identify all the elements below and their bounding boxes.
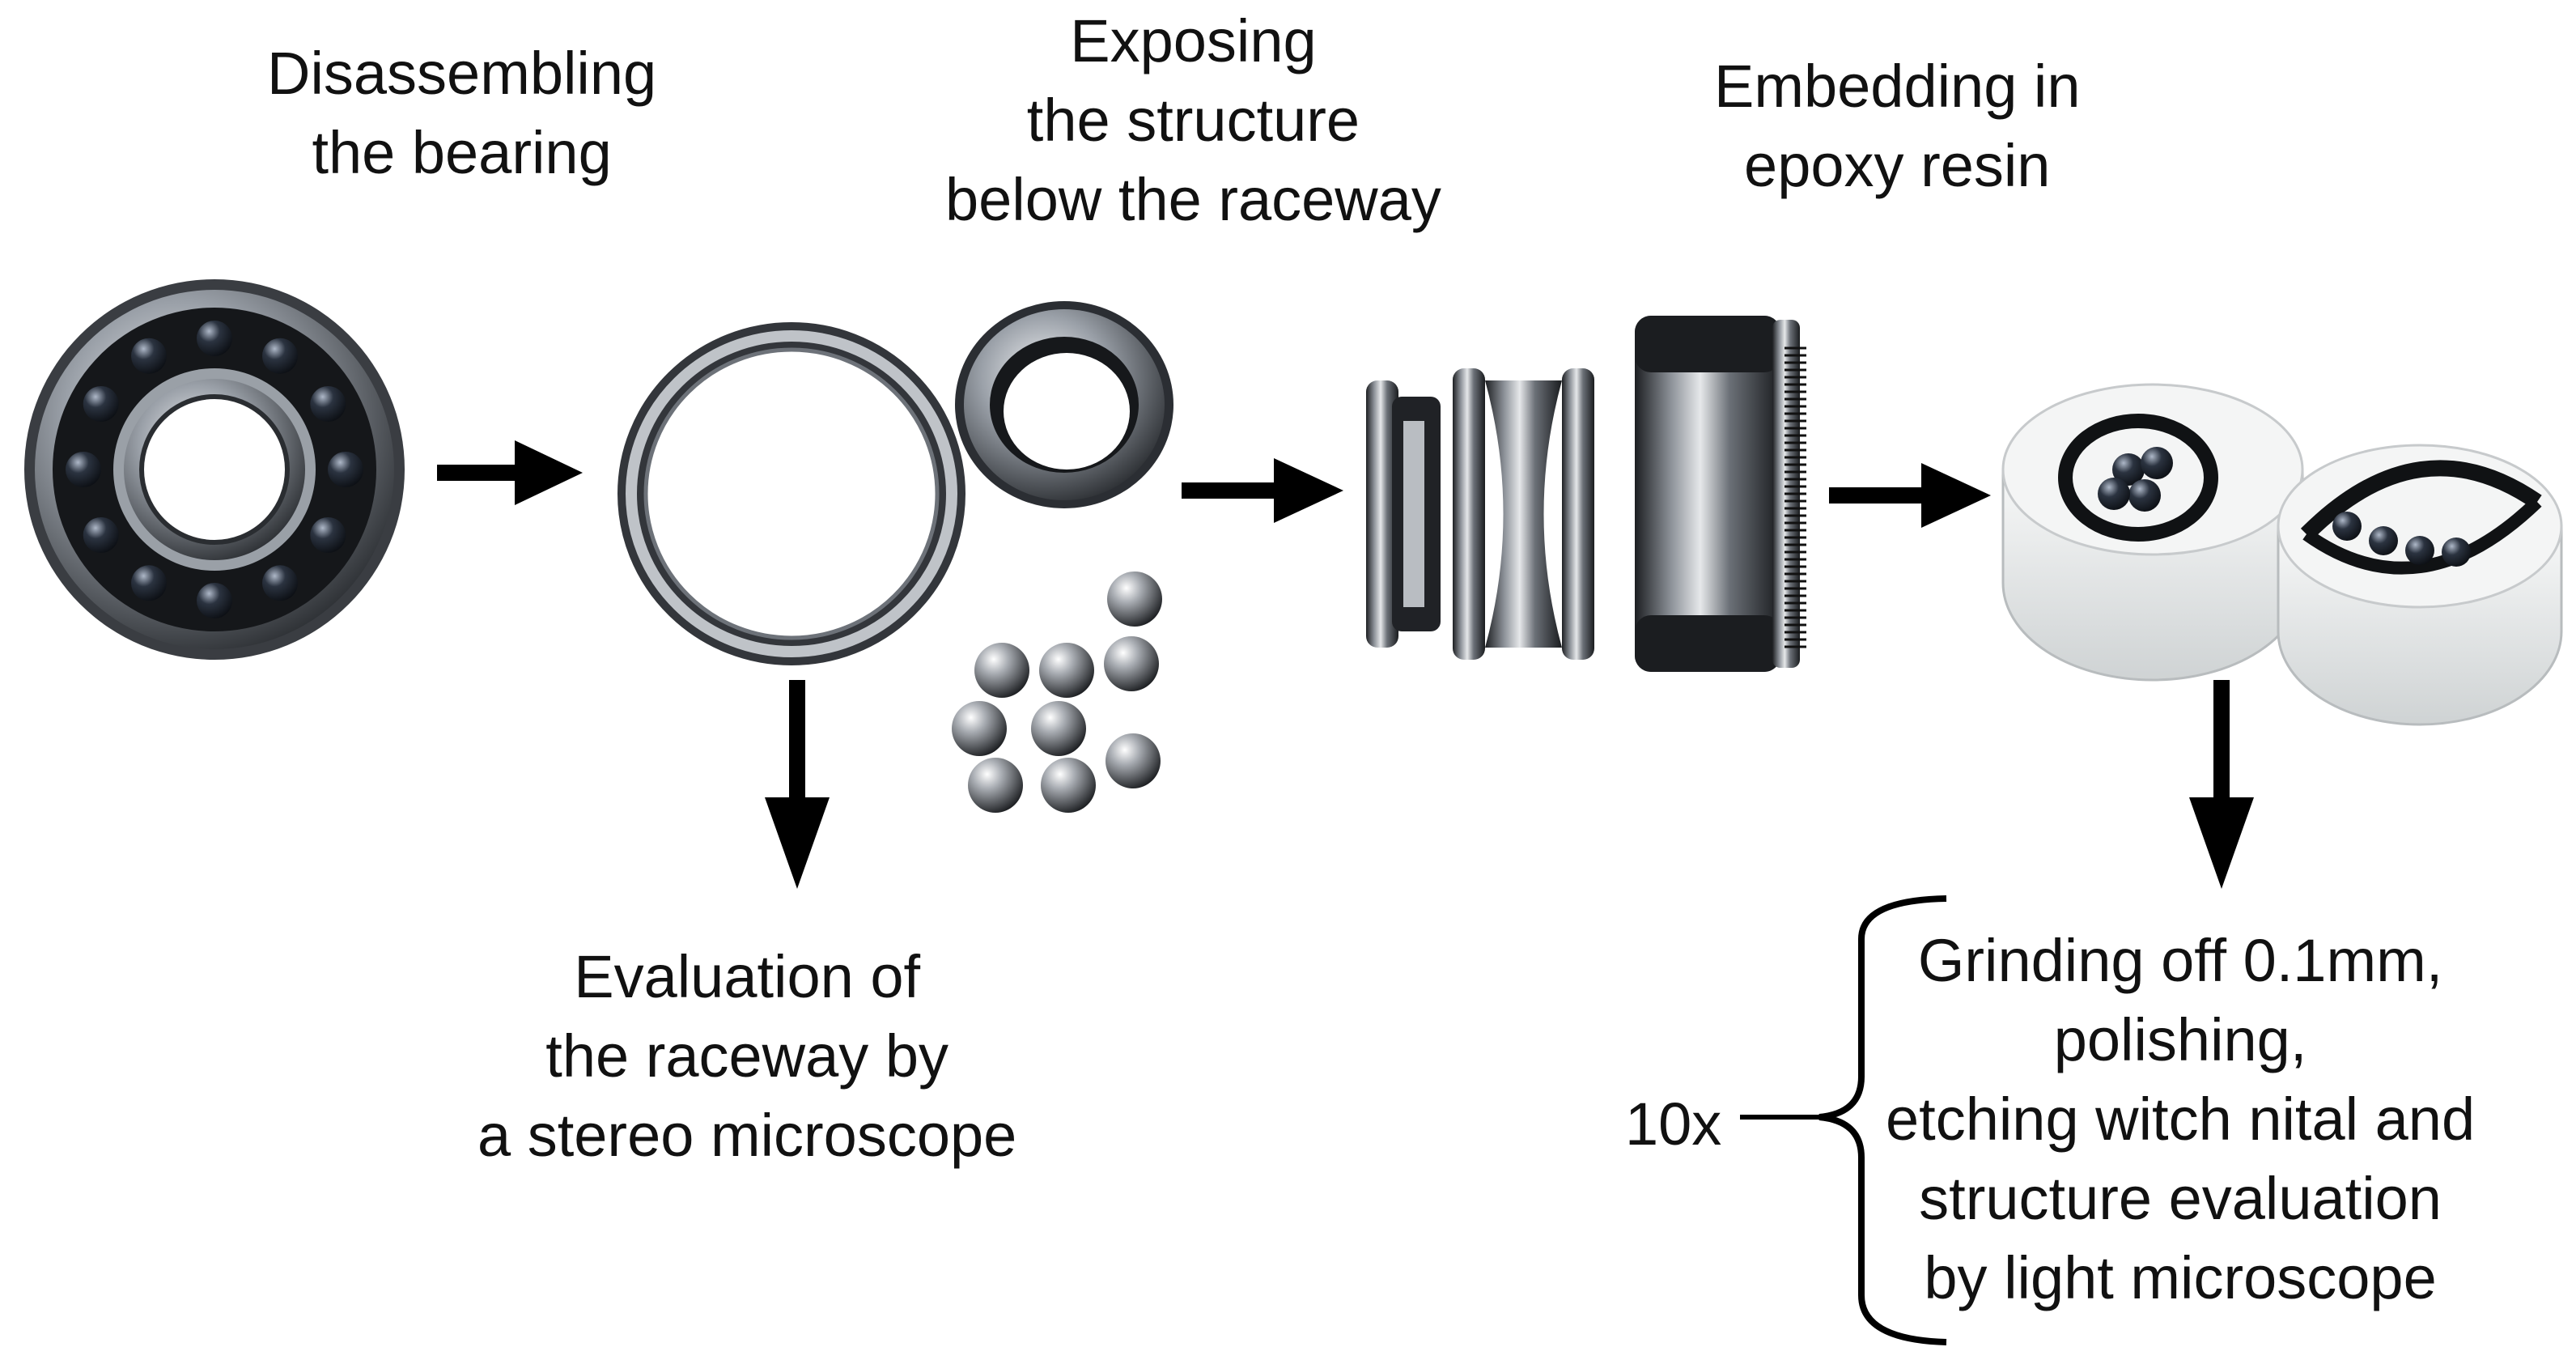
label-line: polishing, <box>2053 1006 2307 1073</box>
ceramic-ball-icon <box>262 565 298 601</box>
arrow-right-icon <box>1182 458 1343 523</box>
ceramic-ball-icon <box>328 452 363 487</box>
curly-brace-icon <box>1740 895 1947 1345</box>
ceramic-ball-icon <box>262 338 298 374</box>
steel-ball-icon <box>1039 643 1094 698</box>
ceramic-ball-icon <box>131 565 167 601</box>
label-line: a stereo microscope <box>477 1102 1017 1169</box>
label-line: Grinding off 0.1mm, <box>1917 927 2443 994</box>
ceramic-ball-icon <box>197 583 232 618</box>
ceramic-ball-icon <box>83 517 119 553</box>
ceramic-ball-icon <box>310 386 346 422</box>
steel-ball-icon <box>974 643 1029 698</box>
label-line: by light microscope <box>1924 1244 2437 1311</box>
label-line: Evaluation of <box>574 943 921 1010</box>
complete-bearing-icon <box>24 279 405 660</box>
label-line: structure evaluation <box>1919 1165 2442 1232</box>
repeat-count-label: 10x <box>1625 1090 1722 1158</box>
steel-ball-icon <box>1104 636 1159 691</box>
step-grinding-label: Grinding off 0.1mm, polishing, etching w… <box>1886 921 2475 1318</box>
arrow-down-icon <box>2189 680 2254 889</box>
label-line: Exposing <box>1070 7 1317 74</box>
label-line: etching witch nital and <box>1886 1086 2476 1153</box>
step-disassembling-label: Disassembling the bearing <box>267 34 656 193</box>
label-line: the bearing <box>312 119 612 186</box>
ring-sections-icon <box>1366 316 1806 672</box>
steel-balls-icon <box>952 572 1162 813</box>
ceramic-ball-icon <box>310 517 346 553</box>
ceramic-ball-icon <box>197 321 232 356</box>
label-line: Disassembling <box>267 40 657 107</box>
steel-ball-icon <box>968 758 1023 813</box>
steel-ball-icon <box>1041 758 1096 813</box>
arrow-right-icon <box>1829 463 1991 528</box>
steel-ball-icon <box>952 701 1007 756</box>
inner-ring-icon <box>955 301 1173 508</box>
step-exposing-label: Exposing the structure below the raceway <box>945 2 1441 240</box>
label-line: below the raceway <box>945 166 1441 233</box>
embedded-samples-icon <box>2001 383 2563 726</box>
step-evaluation-label: Evaluation of the raceway by a stereo mi… <box>477 937 1016 1175</box>
arrow-down-icon <box>765 680 830 889</box>
label-line: the structure <box>1026 87 1360 154</box>
steel-ball-icon <box>1106 733 1161 788</box>
label-line: the raceway by <box>545 1022 948 1090</box>
outer-ring-icon <box>617 322 965 665</box>
label-line: Embedding in <box>1714 53 2081 120</box>
label-line: epoxy resin <box>1744 132 2051 199</box>
steel-ball-icon <box>1031 701 1086 756</box>
steel-ball-icon <box>1107 572 1162 627</box>
ceramic-ball-icon <box>83 386 119 422</box>
step-embedding-label: Embedding in epoxy resin <box>1714 47 2081 206</box>
arrow-right-icon <box>437 440 583 505</box>
ceramic-ball-icon <box>66 452 101 487</box>
ceramic-ball-icon <box>131 338 167 374</box>
